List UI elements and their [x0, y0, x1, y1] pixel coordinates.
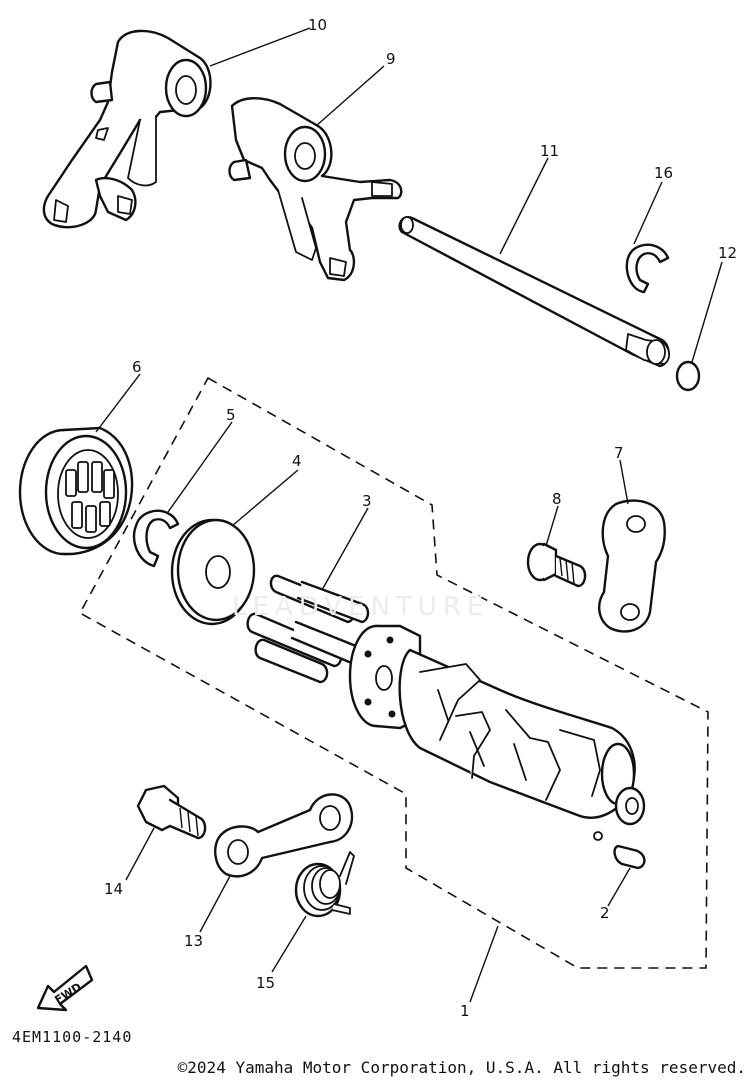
copyright-notice: ©2024 Yamaha Motor Corporation, U.S.A. A… [177, 1058, 746, 1077]
callout-11: 11 [540, 142, 559, 160]
callout-5: 5 [226, 406, 236, 424]
circlip-16[interactable] [625, 243, 670, 294]
bearing-rollers [65, 461, 115, 533]
pin-2[interactable] [613, 844, 646, 870]
washer-4[interactable] [170, 518, 256, 626]
callout-6: 6 [132, 358, 142, 376]
shift-lever-13[interactable] [214, 793, 354, 878]
shift-fork-9[interactable] [228, 97, 403, 282]
callout-9: 9 [386, 50, 396, 68]
segment-plate-7[interactable] [598, 499, 666, 633]
fwd-arrow-icon: FWD [36, 964, 94, 1012]
assembly-boundary [78, 376, 709, 969]
o-ring-12[interactable] [675, 360, 701, 392]
callout-15: 15 [256, 974, 275, 992]
callout-13: 13 [184, 932, 203, 950]
callout-1: 1 [460, 1002, 470, 1020]
callout-10: 10 [308, 16, 327, 34]
watermark: LEADVENTURE [232, 592, 490, 622]
dowel-pins-3[interactable] [246, 574, 370, 684]
torsion-spring-15[interactable] [294, 851, 355, 918]
callout-16: 16 [654, 164, 673, 182]
callout-14: 14 [104, 880, 123, 898]
callout-4: 4 [292, 452, 302, 470]
callout-2: 2 [600, 904, 610, 922]
shift-fork-10[interactable] [42, 29, 212, 229]
callout-3: 3 [362, 492, 372, 510]
guide-bar-11[interactable] [398, 216, 670, 368]
screw-8[interactable] [526, 542, 587, 588]
catalog-code: 4EM1100-2140 [12, 1028, 133, 1046]
callout-8: 8 [552, 490, 562, 508]
circlip-5[interactable] [132, 509, 180, 568]
callout-labels: 10 9 11 16 12 6 5 4 3 7 8 14 13 15 2 1 [104, 16, 737, 1020]
leader-lines [95, 27, 723, 1003]
shift-cam-1[interactable] [348, 624, 646, 841]
callout-12: 12 [718, 244, 737, 262]
bearing-6[interactable] [18, 426, 134, 556]
bolt-14[interactable] [136, 784, 207, 840]
callout-7: 7 [614, 444, 624, 462]
